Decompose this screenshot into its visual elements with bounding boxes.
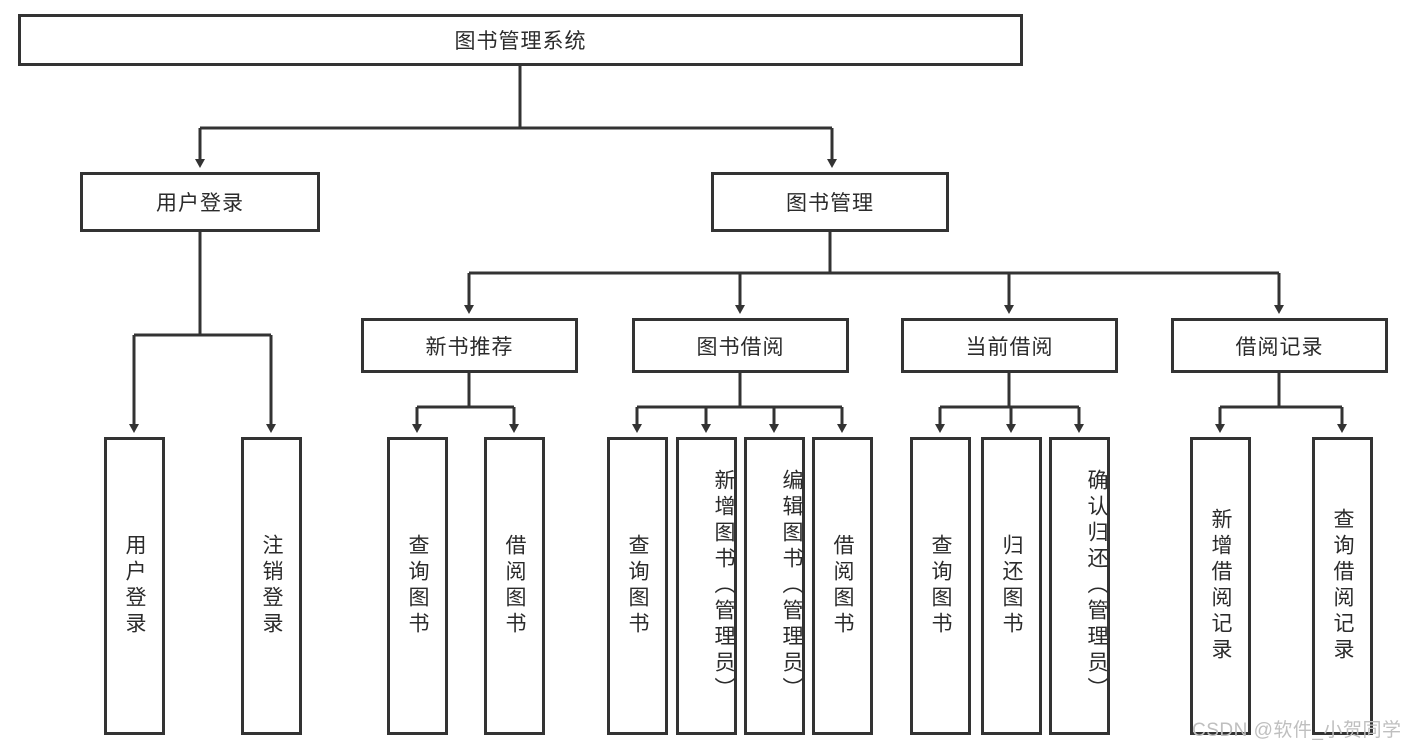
- node-current-borrow[interactable]: 当前借阅: [901, 318, 1118, 373]
- node-leaf-user-login[interactable]: 用户登录: [104, 437, 165, 735]
- node-leaf-borrow-book-recommend[interactable]: 借阅图书: [484, 437, 545, 735]
- node-borrow-record[interactable]: 借阅记录: [1171, 318, 1388, 373]
- node-book-management[interactable]: 图书管理: [711, 172, 949, 232]
- node-leaf-confirm-return-admin[interactable]: 确认归还（管理员）: [1049, 437, 1110, 735]
- node-user-login[interactable]: 用户登录: [80, 172, 320, 232]
- node-leaf-logout[interactable]: 注销登录: [241, 437, 302, 735]
- node-book-borrow[interactable]: 图书借阅: [632, 318, 849, 373]
- node-book-management-system[interactable]: 图书管理系统: [18, 14, 1023, 66]
- node-leaf-borrow-book[interactable]: 借阅图书: [812, 437, 873, 735]
- node-leaf-edit-book-admin[interactable]: 编辑图书（管理员）: [744, 437, 805, 735]
- node-leaf-add-borrow-record[interactable]: 新增借阅记录: [1190, 437, 1251, 735]
- node-leaf-query-borrow-record[interactable]: 查询借阅记录: [1312, 437, 1373, 735]
- node-leaf-query-book-borrow[interactable]: 查询图书: [607, 437, 668, 735]
- node-leaf-query-book-recommend[interactable]: 查询图书: [387, 437, 448, 735]
- node-leaf-return-book[interactable]: 归还图书: [981, 437, 1042, 735]
- node-leaf-add-book-admin[interactable]: 新增图书（管理员）: [676, 437, 737, 735]
- node-leaf-query-book-current[interactable]: 查询图书: [910, 437, 971, 735]
- watermark-credit: CSDN @软件_小贺同学: [1192, 720, 1402, 741]
- node-new-book-recommend[interactable]: 新书推荐: [361, 318, 578, 373]
